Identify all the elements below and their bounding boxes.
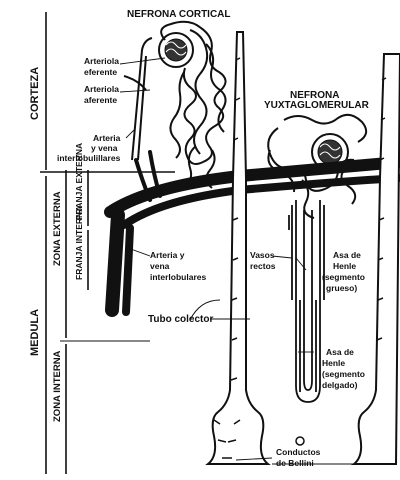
- label-arteriola-aferente-2: aferente: [84, 95, 117, 105]
- label-asa-henle-grueso-2: Henle: [333, 261, 356, 271]
- label-arteria-vena-interlobulares-2: vena: [150, 261, 170, 271]
- label-vasos-rectos-2: rectos: [250, 261, 276, 271]
- region-label-zona-externa: ZONA EXTERNA: [52, 191, 63, 266]
- label-arteria-vena-interlobulillares-3: interlobulillares: [57, 153, 121, 163]
- label-asa-henle-grueso-3: (segmento: [322, 272, 365, 282]
- label-arteriola-eferente-2: eferente: [84, 67, 117, 77]
- label-asa-henle-grueso-4: grueso): [326, 283, 357, 293]
- label-arteria-vena-interlobulares-1: Arteria y: [150, 250, 185, 260]
- label-asa-henle-delgado-1: Asa de: [326, 347, 354, 357]
- region-label-medula: MEDULA: [29, 309, 41, 356]
- label-arteria-vena-interlobulares-3: interlobulares: [150, 272, 206, 282]
- label-conductos-bellini-1: Conductos: [276, 447, 321, 457]
- label-arteria-vena-interlobulillares-2: y vena: [91, 143, 118, 153]
- loop-of-henle-tip: [296, 437, 304, 445]
- label-arteria-vena-interlobulillares-1: Arteria: [93, 133, 121, 143]
- region-label-corteza: CORTEZA: [29, 67, 41, 120]
- label-arteriola-aferente-1: Arteriola: [84, 84, 119, 94]
- label-asa-henle-delgado-3: (segmento: [322, 369, 365, 379]
- label-asa-henle-delgado-2: Henle: [322, 358, 345, 368]
- region-label-franja-interna: FRANJA INTERNA: [74, 206, 84, 280]
- label-asa-henle-grueso-1: Asa de: [333, 250, 361, 260]
- interlobular-vessels: [124, 38, 152, 160]
- label-conductos-bellini-2: de Bellini: [276, 458, 314, 468]
- label-asa-henle-delgado-4: delgado): [322, 380, 358, 390]
- label-vasos-rectos-1: Vasos: [250, 250, 275, 260]
- title-juxtamedullary-nephron-line2: YUXTAGLOMERULAR: [264, 100, 370, 111]
- region-label-zona-interna: ZONA INTERNA: [52, 350, 63, 422]
- loop-of-henle: [289, 200, 324, 402]
- label-arteriola-eferente-1: Arteriola: [84, 56, 119, 66]
- title-cortical-nephron: NEFRONA CORTICAL: [127, 9, 231, 20]
- label-tubo-colector: Tubo colector: [148, 314, 213, 325]
- collecting-duct-left: [208, 32, 268, 464]
- collecting-duct-right: [354, 54, 400, 464]
